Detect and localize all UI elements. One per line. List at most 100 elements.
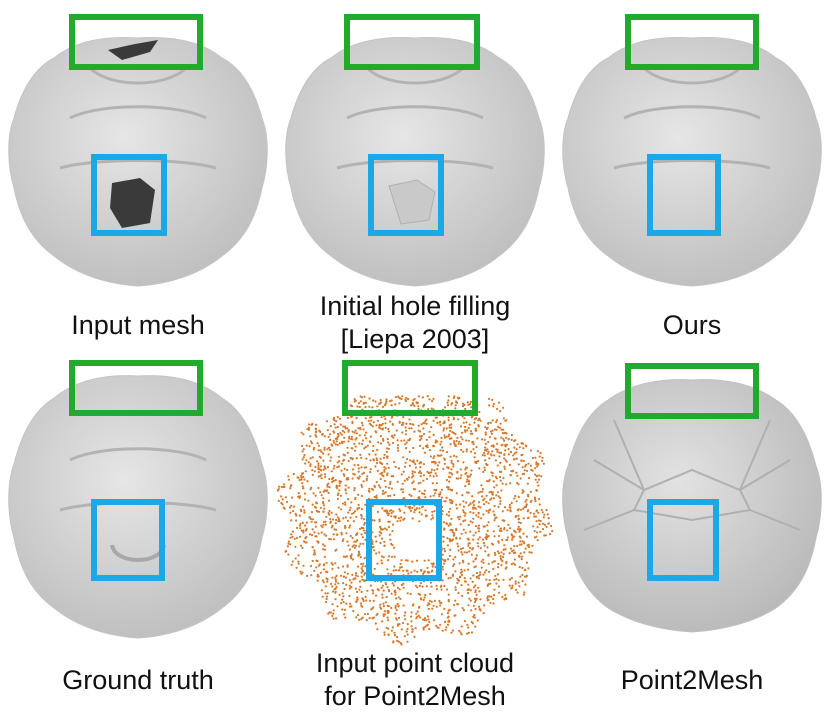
point <box>400 516 403 519</box>
point <box>478 605 481 608</box>
point <box>443 550 446 553</box>
point <box>522 517 525 520</box>
point <box>483 454 486 457</box>
point <box>533 496 536 499</box>
point <box>327 499 331 502</box>
point <box>309 463 312 466</box>
point <box>503 544 506 547</box>
point <box>322 523 325 526</box>
point <box>431 482 434 485</box>
point <box>308 423 311 426</box>
point <box>353 400 356 403</box>
point <box>298 478 301 482</box>
point <box>412 461 415 464</box>
point <box>368 617 371 620</box>
point <box>314 521 317 524</box>
point <box>472 586 476 589</box>
point <box>356 565 360 568</box>
point <box>381 596 384 599</box>
point <box>500 428 503 431</box>
point <box>353 442 356 445</box>
surface-fold <box>613 66 771 170</box>
point <box>445 513 448 516</box>
point <box>374 453 377 456</box>
point <box>382 613 385 616</box>
point <box>536 481 539 484</box>
point <box>507 438 510 441</box>
point <box>287 553 290 556</box>
point <box>535 509 538 512</box>
point <box>530 551 533 554</box>
point <box>489 453 492 456</box>
point <box>504 593 507 597</box>
point <box>459 503 462 506</box>
point <box>440 588 443 591</box>
point <box>499 475 502 479</box>
point <box>512 458 515 461</box>
point <box>461 405 465 408</box>
point <box>321 526 324 529</box>
point <box>329 433 332 436</box>
point <box>472 443 475 446</box>
point <box>498 534 501 538</box>
point <box>412 474 415 477</box>
point <box>313 551 316 554</box>
point <box>363 529 366 532</box>
point <box>369 471 372 474</box>
point <box>344 503 347 506</box>
point <box>514 515 518 518</box>
point <box>323 544 326 547</box>
point <box>356 598 359 601</box>
point <box>413 511 416 514</box>
point <box>449 437 452 440</box>
point <box>475 571 479 575</box>
point <box>401 488 405 491</box>
point <box>358 434 361 437</box>
point <box>383 468 386 472</box>
point <box>496 450 499 453</box>
point <box>441 629 444 632</box>
point <box>358 506 361 509</box>
point <box>358 442 361 445</box>
point <box>294 557 297 560</box>
point <box>338 480 341 483</box>
point <box>514 580 517 583</box>
point <box>505 566 508 569</box>
point <box>446 466 449 469</box>
point <box>533 515 536 518</box>
point <box>466 623 469 626</box>
point <box>452 465 455 468</box>
point <box>334 591 337 594</box>
point <box>460 547 463 551</box>
point <box>405 396 408 399</box>
point <box>469 577 472 580</box>
point <box>338 489 341 492</box>
point <box>488 491 491 494</box>
point <box>338 482 341 485</box>
point <box>415 617 418 620</box>
point <box>402 621 405 625</box>
point <box>320 494 323 497</box>
point <box>331 576 334 579</box>
point <box>417 614 420 617</box>
point <box>430 570 433 573</box>
point <box>380 607 383 610</box>
point <box>487 397 491 400</box>
point <box>479 571 482 574</box>
point <box>535 461 538 464</box>
point <box>419 481 422 484</box>
point <box>388 509 392 512</box>
point <box>309 564 313 568</box>
point <box>406 559 409 562</box>
caption-line: Point2Mesh <box>620 665 764 695</box>
point <box>515 448 518 451</box>
point <box>390 542 393 545</box>
point <box>435 416 438 419</box>
point <box>486 546 489 549</box>
point <box>418 490 421 493</box>
point <box>353 398 356 401</box>
point <box>354 510 357 513</box>
point <box>422 427 425 430</box>
point <box>399 566 402 569</box>
point <box>320 477 323 480</box>
